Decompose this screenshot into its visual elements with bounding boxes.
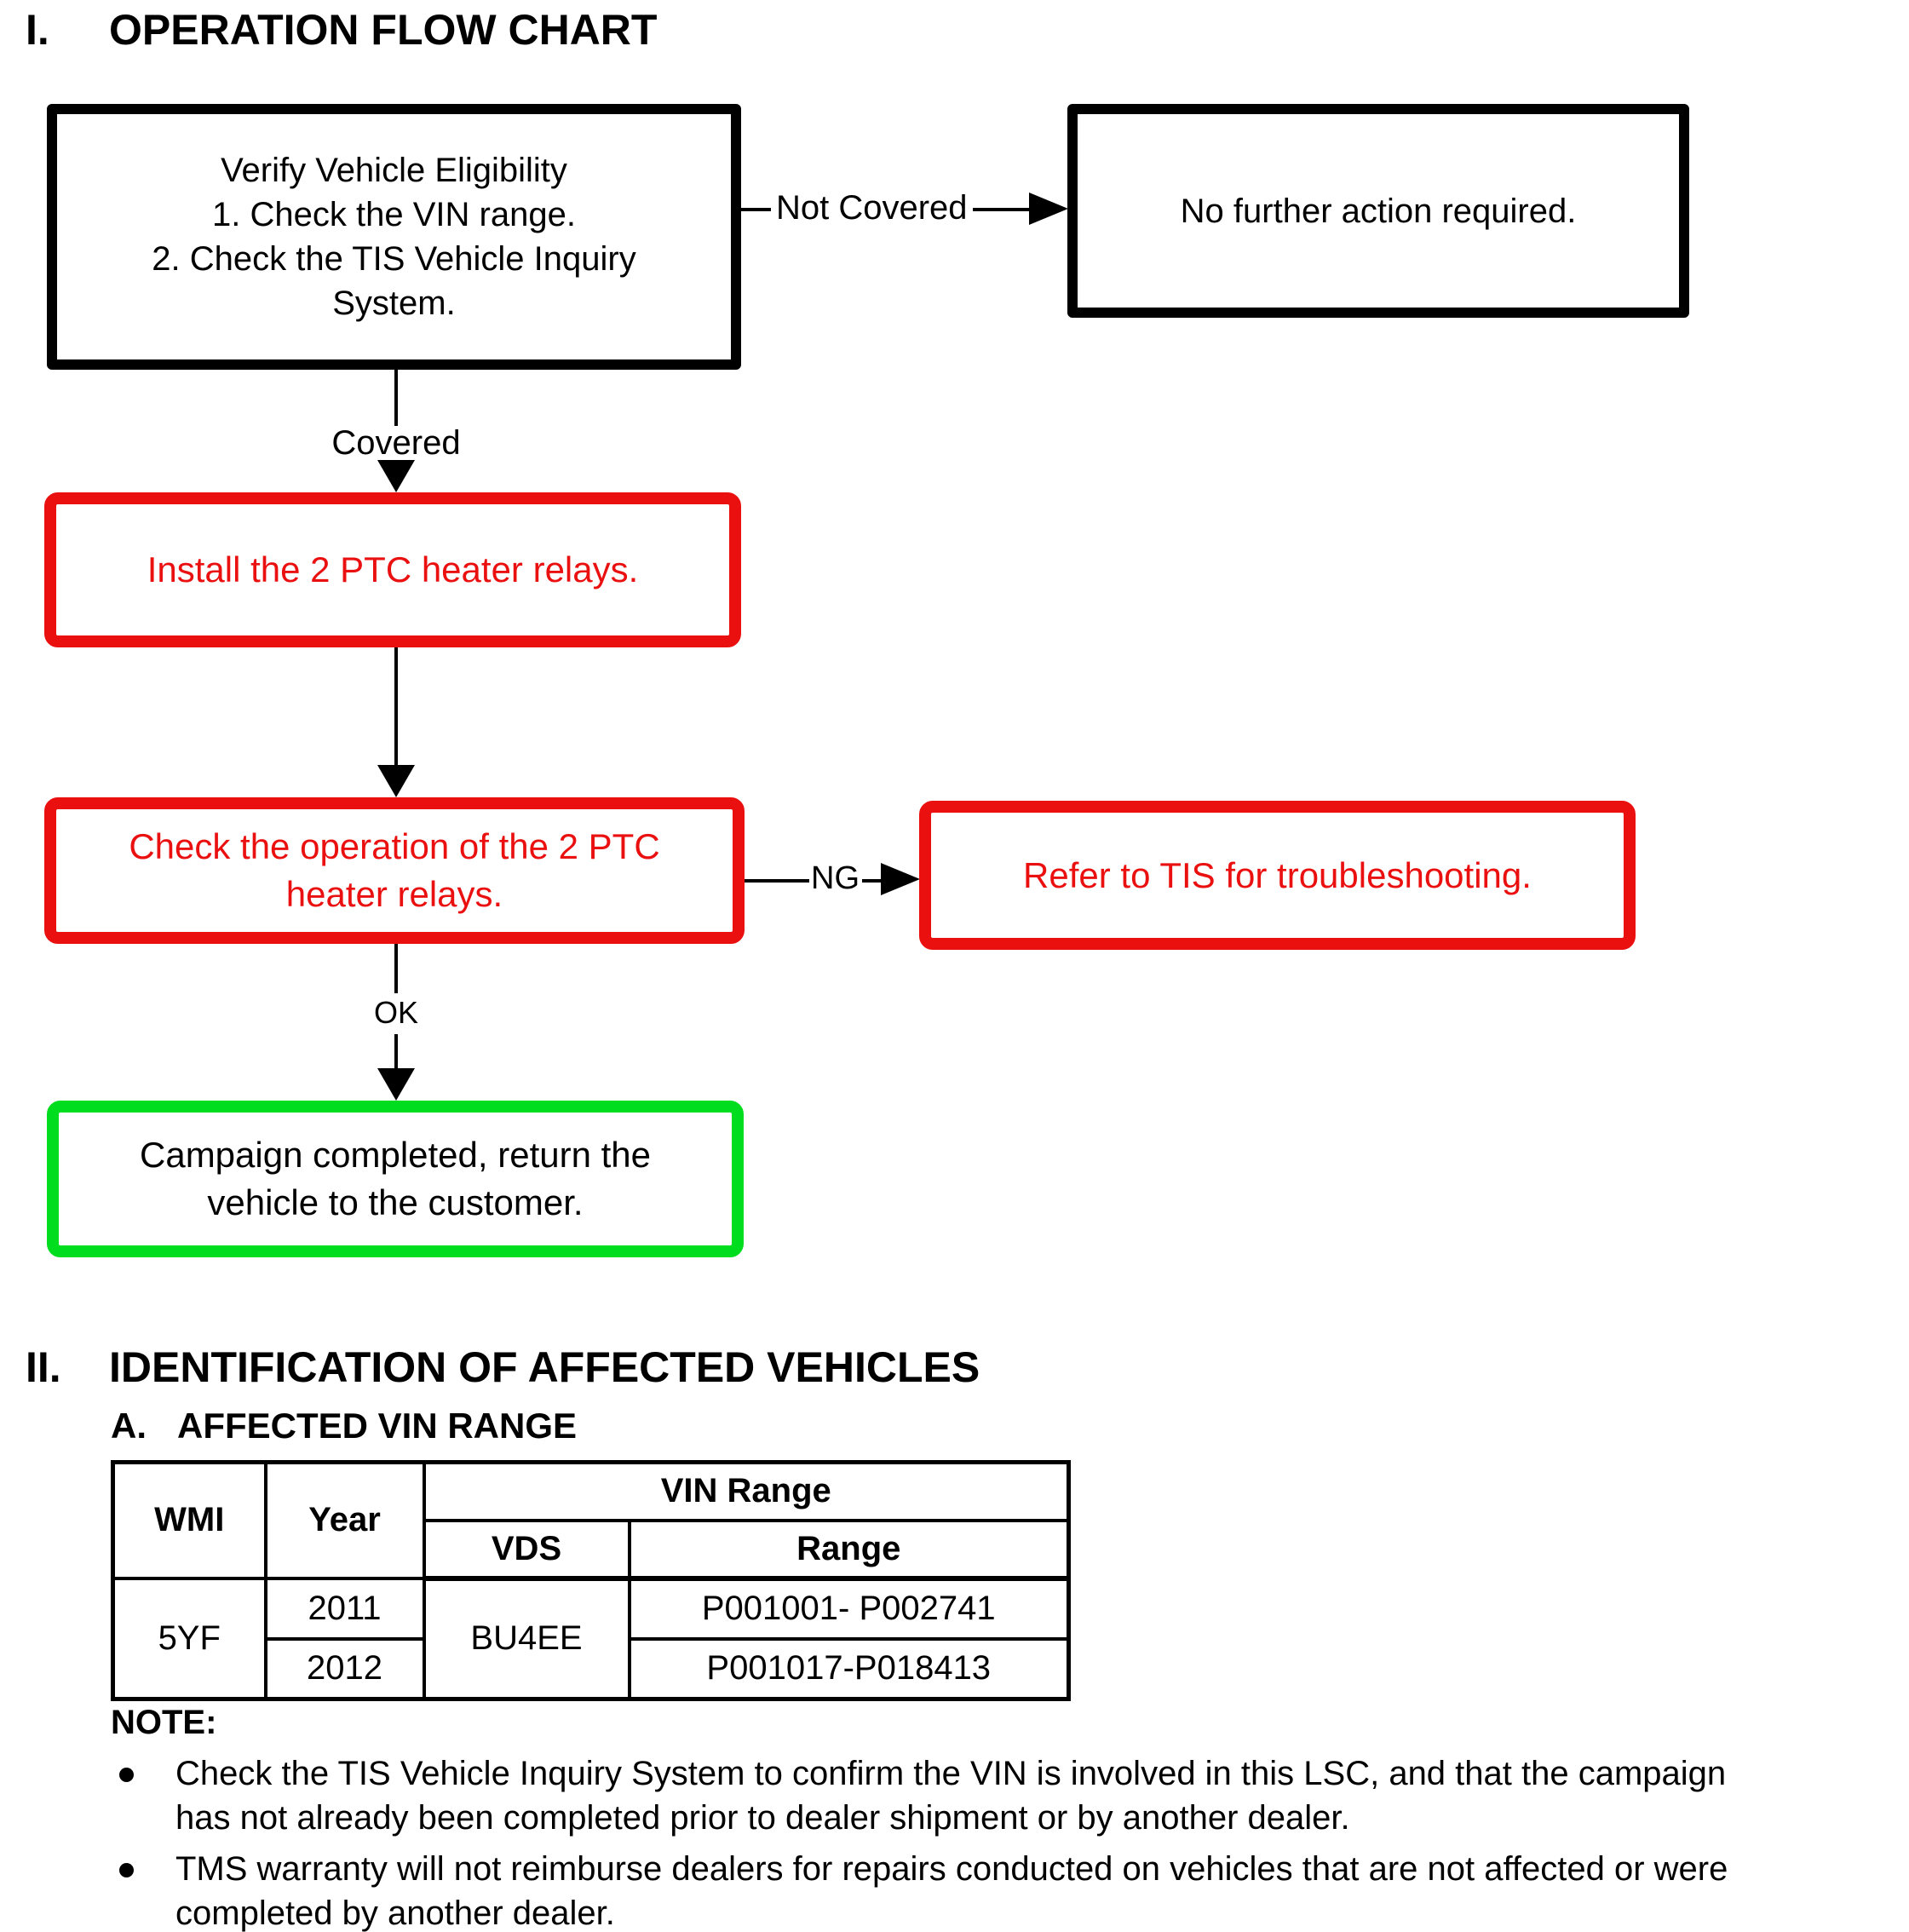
ok-label: OK — [373, 995, 418, 1030]
header-wmi: WMI — [111, 1460, 267, 1580]
flow-box-no-action: No further action required. — [1067, 104, 1689, 318]
subsection-a-heading: A. AFFECTED VIN RANGE — [111, 1406, 577, 1446]
table-header-row-1: WMI Year VIN Range — [111, 1460, 1071, 1580]
cell-wmi-value: 5YF — [111, 1576, 267, 1701]
note-label: NOTE: — [111, 1704, 217, 1741]
affected-vin-range-table: WMI Year VIN Range VDS Range 5YF 2011 BU… — [111, 1460, 1071, 1701]
cell-year-2011: 2011 — [263, 1576, 426, 1641]
connector-covered-line — [394, 370, 398, 426]
cell-range-2011: P001001- P002741 — [627, 1576, 1071, 1641]
arrowhead-down-icon — [377, 460, 415, 492]
flow-box-verify-text: Verify Vehicle Eligibility 1. Check the … — [152, 152, 636, 322]
note-list: Check the TIS Vehicle Inquiry System to … — [119, 1751, 1903, 1932]
section-1-numeral: I. — [26, 6, 49, 54]
subsection-a-letter: A. — [111, 1406, 147, 1446]
connector-ok-line-2 — [394, 1034, 398, 1070]
header-vin-range: VIN Range — [422, 1460, 1071, 1522]
header-vds: VDS — [422, 1518, 631, 1581]
cell-vds-value: BU4EE — [422, 1576, 631, 1701]
list-item: Check the TIS Vehicle Inquiry System to … — [119, 1751, 1903, 1840]
flow-box-no-action-text: No further action required. — [1180, 192, 1577, 230]
note-bullet-2-text: TMS warranty will not reimburse dealers … — [175, 1850, 1728, 1932]
section-1-title: OPERATION FLOW CHART — [109, 6, 658, 54]
bullet-icon — [119, 1863, 134, 1877]
cell-range-2012: P001017-P018413 — [627, 1636, 1071, 1701]
ng-label: NG — [811, 860, 860, 897]
covered-label: Covered — [331, 424, 461, 462]
flow-box-refer-text: Refer to TIS for troubleshooting. — [1023, 854, 1532, 895]
flow-box-check-text: Check the operation of the 2 PTC heater … — [129, 826, 660, 914]
not-covered-label: Not Covered — [771, 189, 973, 227]
header-year: Year — [263, 1460, 426, 1580]
connector-install-to-check-line — [394, 647, 398, 767]
arrowhead-down-icon — [377, 1068, 415, 1101]
connector-ok-line — [394, 944, 398, 993]
arrowhead-right-icon — [1029, 193, 1068, 225]
section-1-heading: I. OPERATION FLOW CHART — [26, 5, 657, 55]
bullet-icon — [119, 1768, 134, 1782]
flow-box-install-relays: Install the 2 PTC heater relays. — [44, 492, 741, 647]
list-item: TMS warranty will not reimburse dealers … — [119, 1847, 1903, 1932]
flow-box-install-text: Install the 2 PTC heater relays. — [147, 549, 639, 589]
arrowhead-down-icon — [377, 765, 415, 797]
table-row: 5YF 2011 BU4EE P001001- P002741 — [111, 1576, 1071, 1701]
connector-ng-line — [745, 879, 809, 883]
connector-ng-line-2 — [862, 879, 883, 883]
section-2-title: IDENTIFICATION OF AFFECTED VEHICLES — [109, 1343, 980, 1391]
flow-box-check-operation: Check the operation of the 2 PTC heater … — [44, 797, 745, 944]
arrowhead-right-icon — [881, 863, 920, 895]
flow-box-campaign-text: Campaign completed, return the vehicle t… — [140, 1135, 651, 1222]
flow-box-campaign-completed: Campaign completed, return the vehicle t… — [47, 1101, 744, 1257]
table-row: 2012 P001017-P018413 — [113, 1636, 1071, 1701]
table-header-row-2: VDS Range — [113, 1518, 1071, 1581]
note-bullet-1-text: Check the TIS Vehicle Inquiry System to … — [175, 1755, 1727, 1837]
flow-box-refer-tis: Refer to TIS for troubleshooting. — [919, 801, 1636, 950]
header-range: Range — [627, 1518, 1071, 1581]
subsection-a-title: AFFECTED VIN RANGE — [177, 1406, 578, 1446]
section-2-heading: II. IDENTIFICATION OF AFFECTED VEHICLES — [26, 1343, 980, 1392]
section-2-numeral: II. — [26, 1343, 61, 1391]
flow-box-verify-eligibility: Verify Vehicle Eligibility 1. Check the … — [47, 104, 741, 370]
cell-year-2012: 2012 — [263, 1636, 426, 1701]
